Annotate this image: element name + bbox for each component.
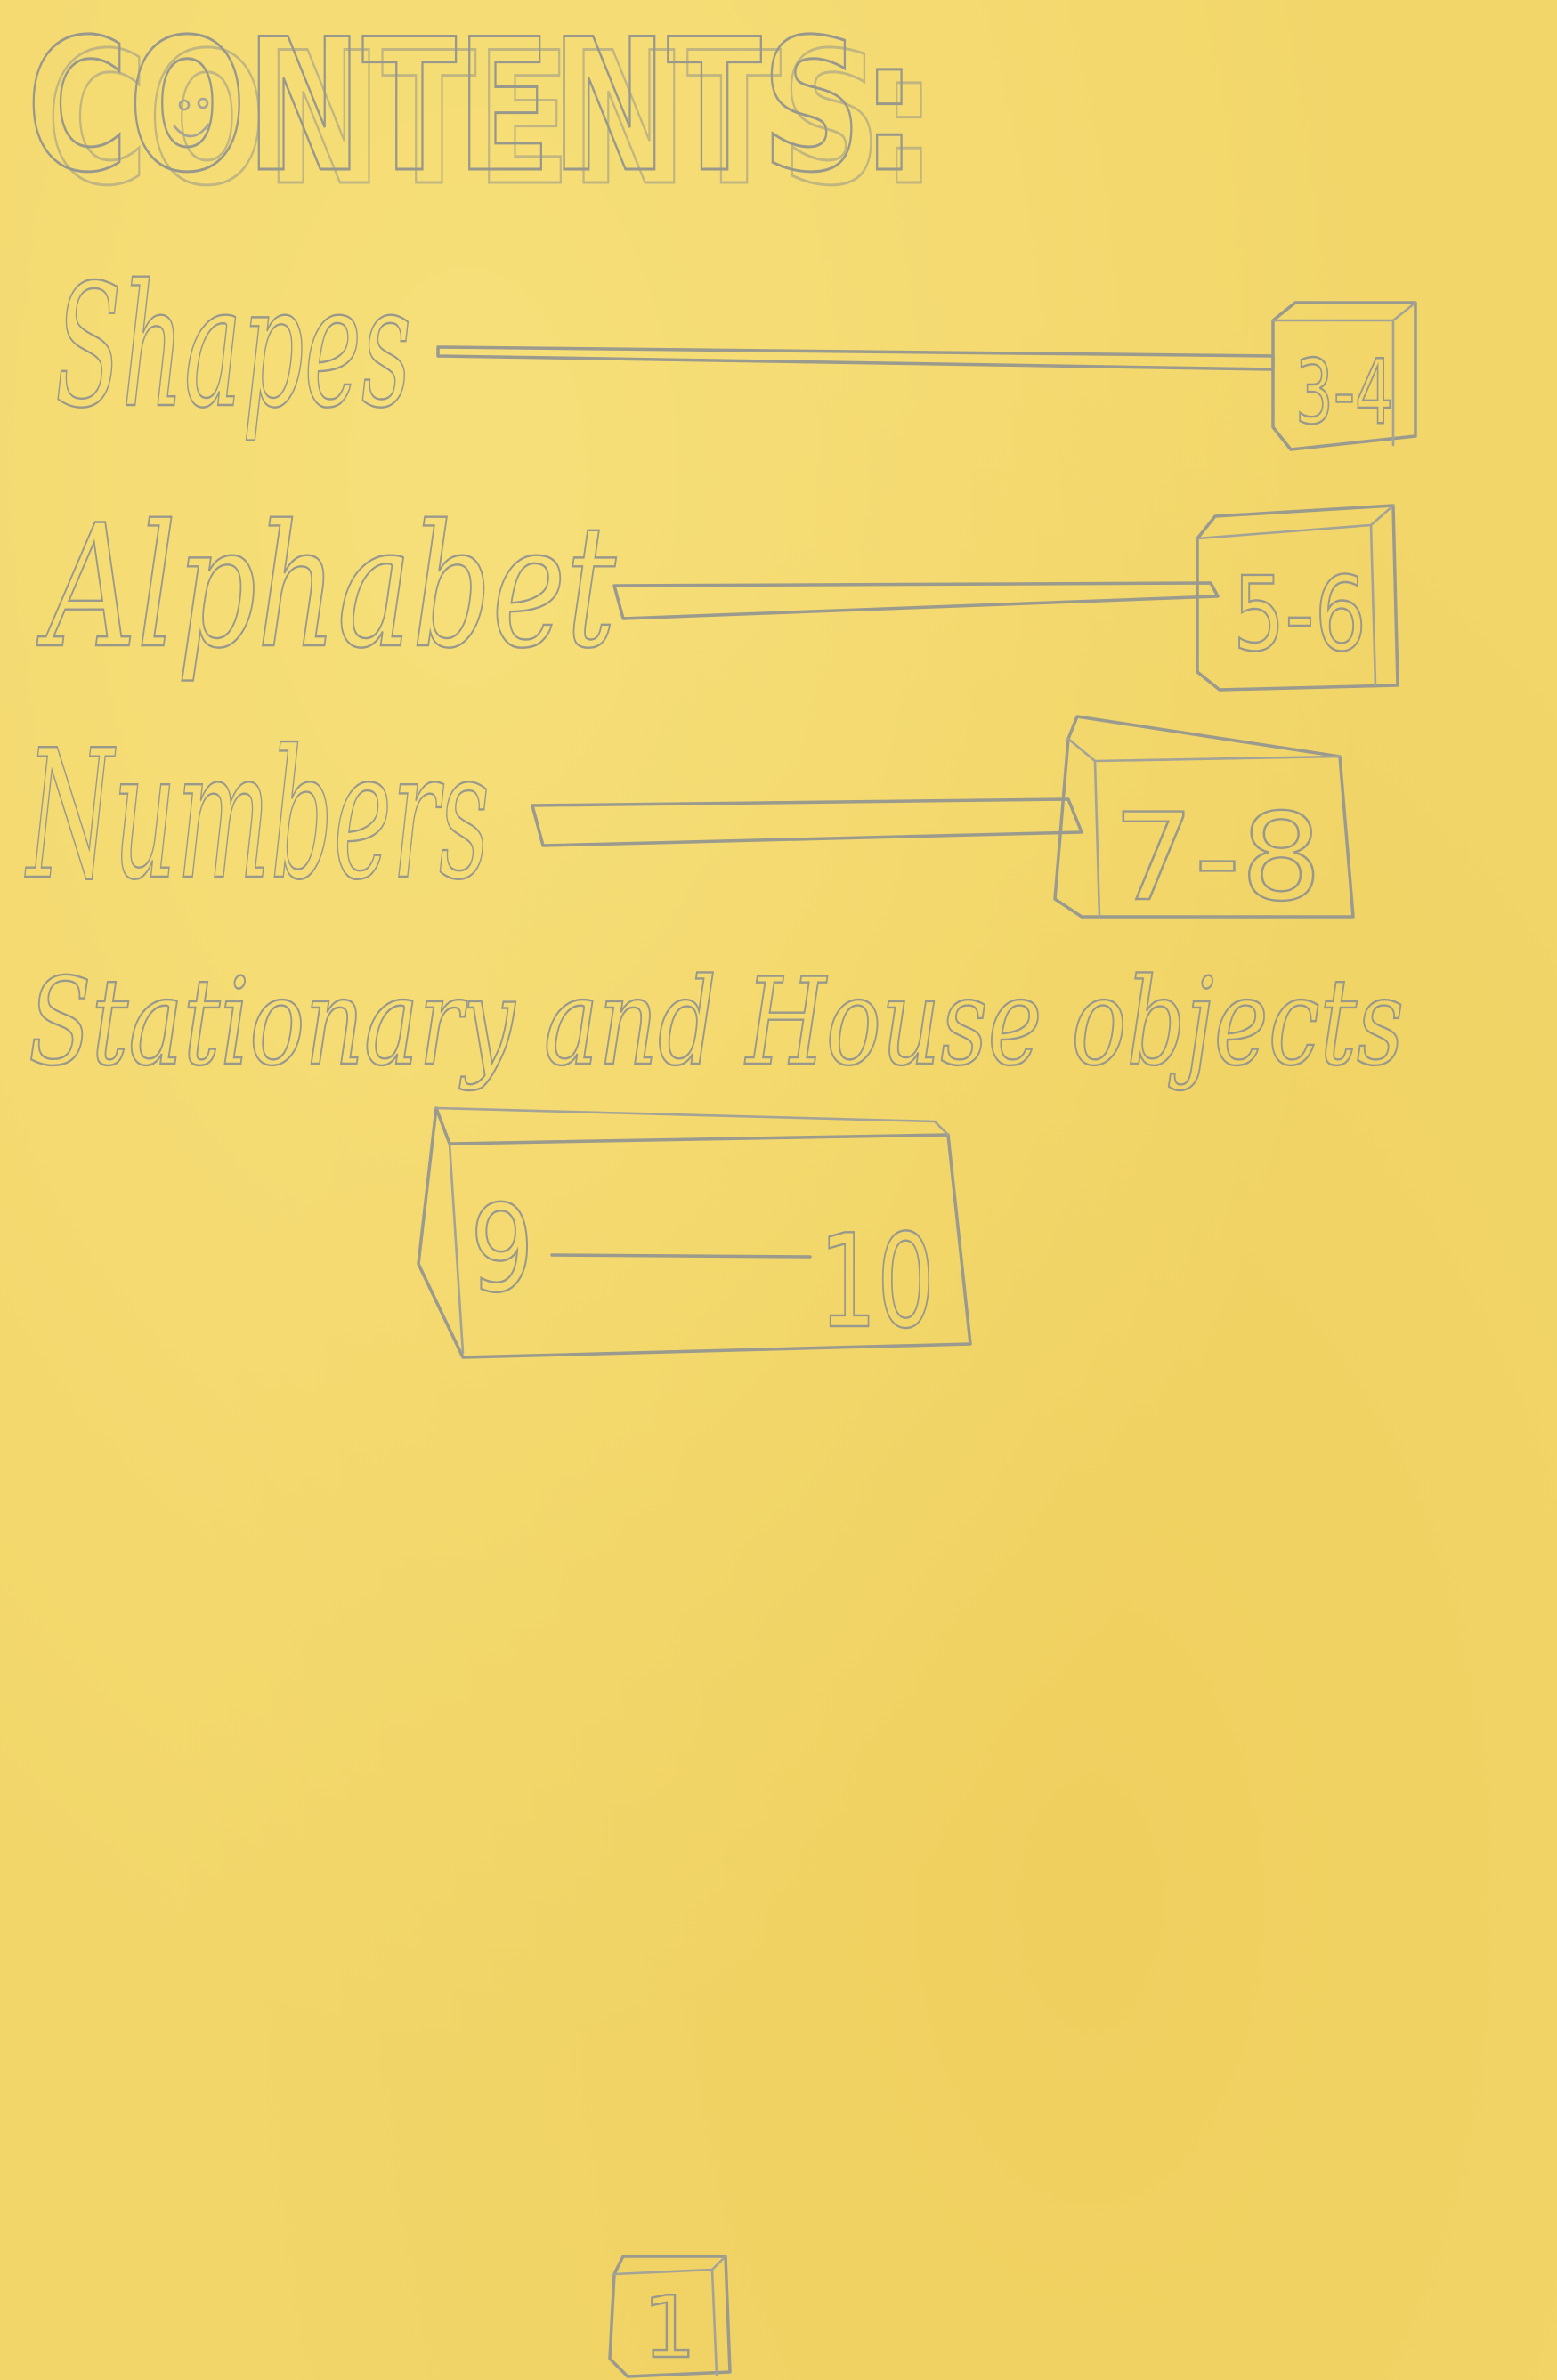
title-text: CONTENTS: (27, 1, 917, 213)
title-shadow: CONTENTS: (46, 14, 937, 226)
page-range-box: 5-6 (1196, 504, 1399, 692)
leader-line (436, 345, 1275, 371)
toc-entry-stationary-and-house-objects: Stationary and House objects 9 10 (28, 951, 1405, 1359)
entry-label: Numbers (25, 712, 490, 919)
leader-line (531, 797, 1083, 847)
range-line (550, 1253, 812, 1259)
page-range-box: 9 10 (417, 1106, 972, 1359)
svg-text:3-4: 3-4 (1295, 340, 1393, 444)
smiley-face-icon (173, 97, 210, 138)
toc-entry-numbers: Numbers 7-8 (24, 711, 1355, 928)
page-number-box: 1 (608, 2255, 732, 2378)
page-range-box: 3-4 (1271, 301, 1417, 451)
page-end: 10 (819, 1207, 935, 1357)
page-number: 1 (643, 2279, 696, 2377)
toc-entry-alphabet: Alphabet 5-6 (36, 488, 1399, 692)
page-start: 9 (470, 1179, 534, 1319)
toc-entry-shapes: Shapes 3-4 (54, 247, 1417, 451)
svg-text:7-8: 7-8 (1113, 788, 1322, 927)
contents-title: CONTENTS: CONTENTS: (26, 0, 938, 228)
svg-text:5-6: 5-6 (1233, 555, 1366, 675)
entry-label: Shapes (55, 248, 411, 445)
entry-label: Stationary and House objects (28, 952, 1404, 1092)
entry-label: Alphabet (36, 489, 617, 685)
page-range-box: 7-8 (1053, 715, 1355, 928)
leader-line (612, 581, 1220, 620)
